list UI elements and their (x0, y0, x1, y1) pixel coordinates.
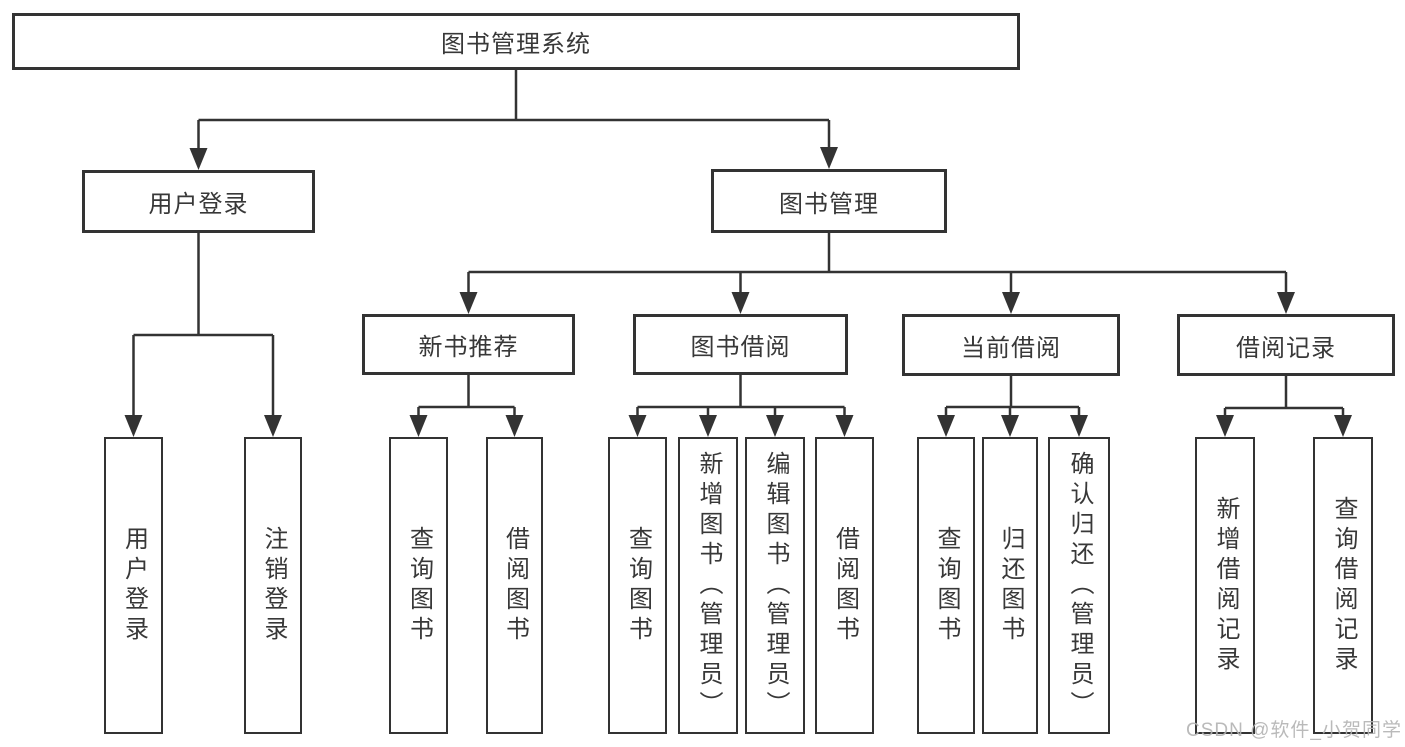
node-bb-query-books: 查询图书 (608, 437, 667, 734)
node-rec-query-books: 查询图书 (389, 437, 448, 734)
node-rec-borrow-books: 借阅图书 (486, 437, 543, 734)
node-logout: 注销登录 (244, 437, 302, 734)
node-bb-add-books-admin: 新增图书（管理员） (678, 437, 738, 734)
node-bb-edit-books-admin: 编辑图书（管理员） (745, 437, 805, 734)
node-cb-return-books: 归还图书 (982, 437, 1038, 734)
node-root: 图书管理系统 (12, 13, 1020, 70)
node-br-add-record: 新增借阅记录 (1195, 437, 1255, 734)
node-current-borrowing: 当前借阅 (902, 314, 1120, 376)
node-user-login-group: 用户登录 (82, 170, 315, 233)
watermark: CSDN @软件_小贺同学 (1186, 720, 1402, 741)
node-cb-confirm-return-admin: 确认归还（管理员） (1048, 437, 1110, 734)
node-br-query-record: 查询借阅记录 (1313, 437, 1373, 734)
node-cb-query-books: 查询图书 (917, 437, 975, 734)
arrowheads (124, 147, 1352, 437)
node-book-management: 图书管理 (711, 169, 947, 233)
node-borrowing-records: 借阅记录 (1177, 314, 1395, 376)
node-new-book-recommendation: 新书推荐 (362, 314, 575, 375)
node-bb-borrow-books: 借阅图书 (815, 437, 874, 734)
connector-strokes (132, 70, 1345, 418)
node-user-login: 用户登录 (104, 437, 163, 734)
node-book-borrowing: 图书借阅 (633, 314, 848, 375)
